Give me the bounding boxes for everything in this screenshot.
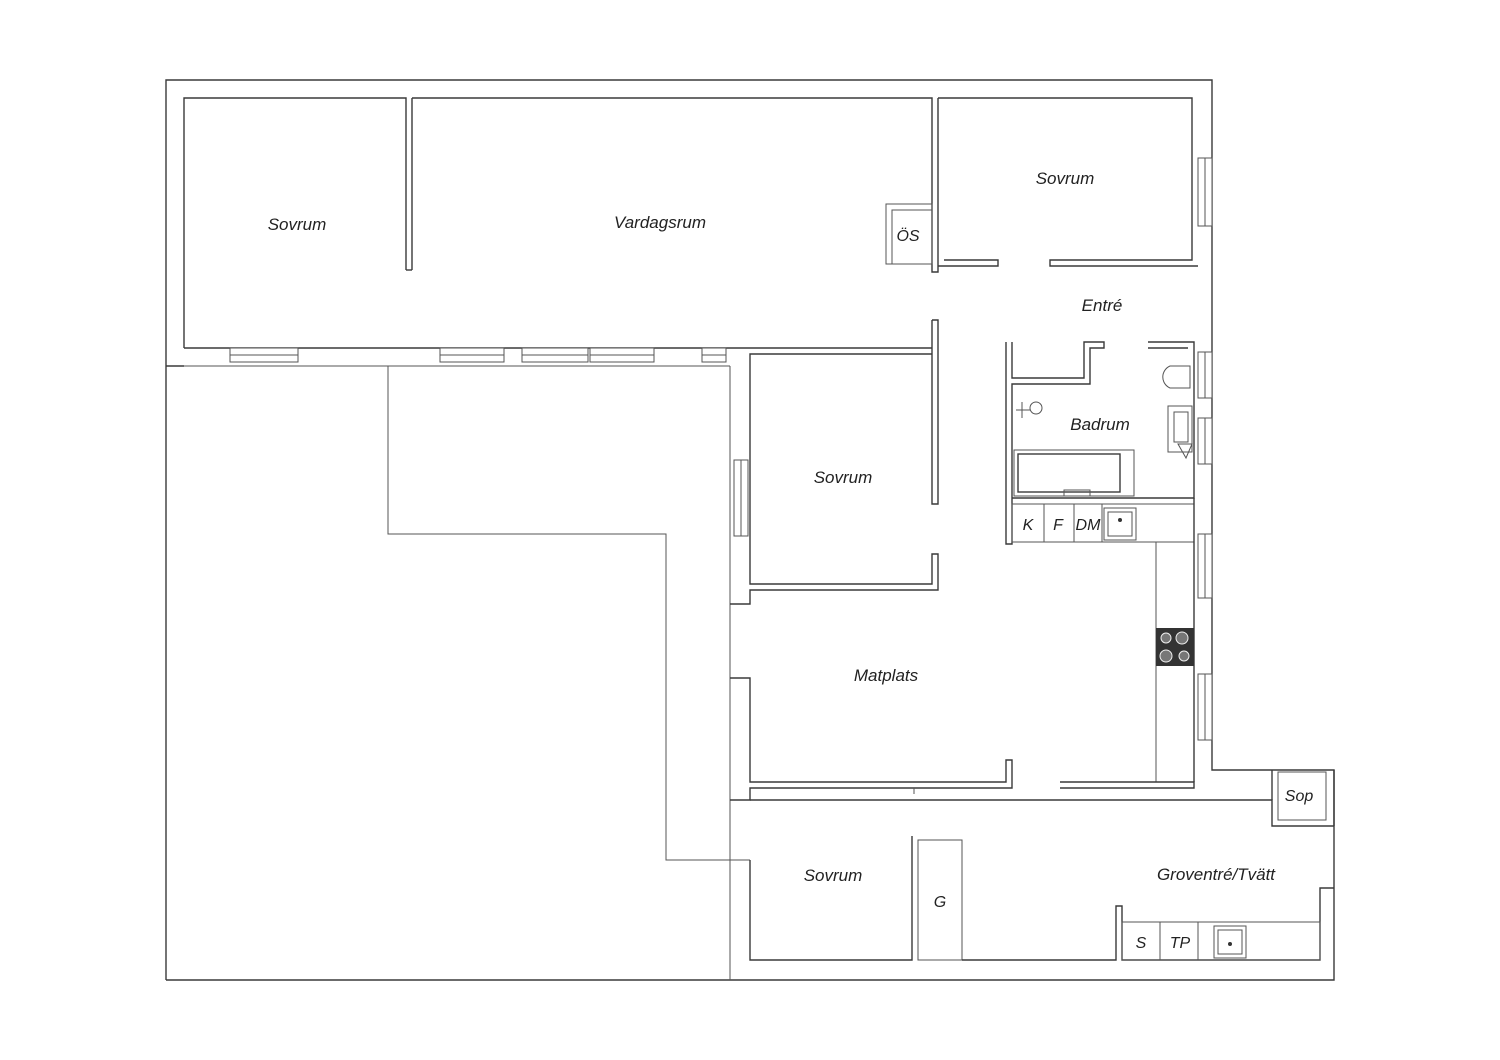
room-label-sovrum-top-right: Sovrum bbox=[1036, 169, 1095, 188]
room-label-entre: Entré bbox=[1082, 296, 1123, 315]
top-rooms-walls bbox=[166, 97, 933, 367]
appliance-label-f: F bbox=[1053, 517, 1064, 534]
middle-bedroom-walls bbox=[730, 319, 939, 605]
room-label-groventre-tvatt: Groventré/Tvätt bbox=[1157, 865, 1276, 884]
washbasin bbox=[1167, 405, 1193, 453]
laundry-sink bbox=[1213, 925, 1247, 959]
dining-walls bbox=[730, 677, 1195, 801]
room-label-sop: Sop bbox=[1285, 788, 1314, 805]
appliance-label-dm: DM bbox=[1076, 517, 1102, 534]
os-closet bbox=[885, 98, 939, 273]
appliance-label-tp: TP bbox=[1170, 935, 1191, 952]
bathtub bbox=[1013, 449, 1135, 497]
sop-closet bbox=[1277, 771, 1327, 821]
appliance-label-s: S bbox=[1136, 935, 1147, 952]
room-label-sovrum-bottom: Sovrum bbox=[804, 866, 863, 885]
appliance-label-k: K bbox=[1023, 517, 1035, 534]
bathroom-walls bbox=[1005, 341, 1213, 545]
room-label-sovrum-top-left: Sovrum bbox=[268, 215, 327, 234]
room-label-badrum: Badrum bbox=[1070, 415, 1130, 434]
g-closet bbox=[917, 839, 963, 961]
room-label-matplats: Matplats bbox=[854, 666, 919, 685]
bottom-rooms-walls bbox=[749, 770, 1335, 961]
room-label-os: ÖS bbox=[896, 227, 919, 245]
kitchen bbox=[1011, 498, 1213, 783]
room-label-g: G bbox=[934, 894, 946, 911]
kitchen-sink bbox=[1103, 507, 1137, 541]
room-label-sovrum-middle: Sovrum bbox=[814, 468, 873, 487]
room-label-vardagsrum: Vardagsrum bbox=[614, 213, 706, 232]
toilet bbox=[1162, 365, 1191, 389]
outer-walls bbox=[165, 79, 1335, 981]
terrace-outline bbox=[166, 365, 750, 980]
top-right-bedroom-walls bbox=[938, 97, 1213, 267]
